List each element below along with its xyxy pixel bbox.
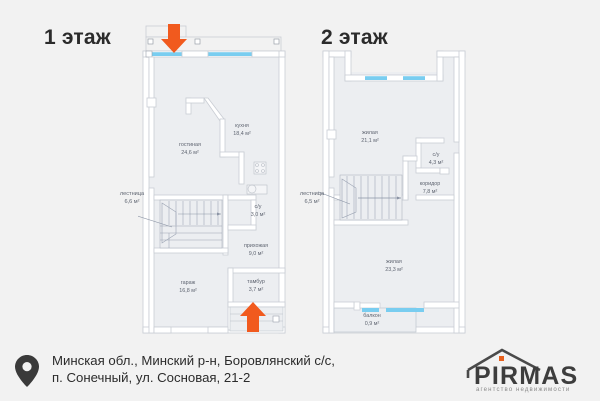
- f1-callout-stairs-area: 6,6 м²: [124, 199, 140, 205]
- svg-text:4,3 м²: 4,3 м²: [429, 160, 444, 166]
- address-line-1: Минская обл., Минский р-н, Боровлянский …: [52, 353, 335, 368]
- f2-windows-top: [365, 76, 425, 80]
- floor-1-plan: кухня 18,4 м² гостиная 24,6 м² с/у 3,0 м…: [127, 20, 298, 340]
- svg-text:гараж: гараж: [181, 280, 196, 286]
- f1-label-tambour: тамбур 3,7 м²: [247, 279, 265, 293]
- svg-text:9,0 м²: 9,0 м²: [249, 251, 264, 257]
- f2-label-bedroom-1: жилая 21,1 м²: [361, 130, 379, 144]
- f2-callout-stairs-area: 6,5 м²: [304, 199, 320, 205]
- f1-label-garage: гараж 16,8 м²: [179, 280, 197, 294]
- svg-text:прихожая: прихожая: [244, 243, 268, 249]
- f1-stairs: [159, 199, 223, 249]
- svg-text:коридор: коридор: [420, 181, 441, 187]
- f1-label-bathroom: с/у 3,0 м²: [251, 204, 266, 218]
- f1-front-wall-stub: [181, 50, 280, 58]
- f1-kitchen-partition: [185, 97, 245, 185]
- logo-wordmark: PIRMAS: [474, 362, 579, 390]
- svg-text:24,6 м²: 24,6 м²: [181, 150, 199, 156]
- svg-text:0,9 м²: 0,9 м²: [365, 321, 380, 327]
- pirmas-logo: PIRMAS агентство недвижимости: [452, 348, 592, 396]
- svg-text:жилая: жилая: [362, 130, 378, 136]
- floor-1-svg: кухня 18,4 м² гостиная 24,6 м² с/у 3,0 м…: [127, 24, 286, 334]
- svg-text:с/у: с/у: [433, 152, 440, 158]
- f1-terrace-outline: [145, 25, 282, 52]
- f2-bathroom-walls: [415, 137, 450, 175]
- f2-label-balcony: балкон 0,9 м²: [363, 313, 381, 327]
- floor-2-title: 2 этаж: [321, 26, 388, 49]
- svg-text:балкон: балкон: [363, 313, 381, 319]
- f2-stairs: [339, 174, 403, 221]
- svg-text:жилая: жилая: [386, 259, 402, 265]
- footer-bar: Минская обл., Минский р-н, Боровлянский …: [0, 344, 600, 400]
- f2-label-corridor: коридор 7,8 м²: [420, 181, 441, 195]
- svg-text:7,8 м²: 7,8 м²: [423, 189, 438, 195]
- logo-tagline: агентство недвижимости: [476, 386, 571, 393]
- f2-callout-stairs-name: лестница: [299, 191, 325, 197]
- floor-1-title: 1 этаж: [44, 26, 111, 49]
- map-pin-icon: [15, 355, 39, 387]
- svg-text:тамбур: тамбур: [247, 279, 265, 285]
- svg-text:гостиная: гостиная: [179, 142, 201, 148]
- f1-label-hallway: прихожая 9,0 м²: [244, 243, 268, 257]
- f1-terrace-arrow: [161, 24, 187, 53]
- logo-house-icon: [466, 348, 541, 378]
- f1-label-living: гостиная 24,6 м²: [179, 142, 201, 156]
- svg-text:18,4 м²: 18,4 м²: [233, 131, 251, 137]
- f1-mid-walls: [153, 194, 286, 331]
- f2-label-bathroom: с/у 4,3 м²: [429, 152, 444, 166]
- svg-text:21,1 м²: 21,1 м²: [361, 138, 379, 144]
- address-text: Минская обл., Минский р-н, Боровлянский …: [52, 352, 432, 386]
- f1-callout-stairs: лестница 6,6 м²: [104, 190, 160, 206]
- address-line-2: п. Сонечный, ул. Сосновая, 21-2: [52, 370, 251, 385]
- svg-text:кухня: кухня: [235, 123, 249, 129]
- f1-kitchen-appliances: [246, 161, 268, 195]
- f2-callout-stairs: лестница 6,5 м²: [284, 190, 340, 206]
- f1-label-kitchen: кухня 18,4 м²: [233, 123, 251, 137]
- f2-balcony: [333, 301, 460, 333]
- f1-left-partition: [146, 56, 157, 334]
- svg-text:23,3 м²: 23,3 м²: [385, 267, 403, 273]
- f2-label-bedroom-2: жилая 23,3 м²: [385, 259, 403, 273]
- f1-entrance-arrow: [240, 302, 266, 332]
- floor-2-plan: жилая 21,1 м² с/у 4,3 м² коридор 7,8 м² …: [307, 20, 478, 340]
- f1-garage-door: [153, 326, 229, 334]
- svg-text:3,0 м²: 3,0 м²: [251, 212, 266, 218]
- svg-text:3,7 м²: 3,7 м²: [249, 287, 264, 293]
- f2-inner-walls: [326, 56, 460, 334]
- svg-text:с/у: с/у: [255, 204, 262, 210]
- svg-text:16,8 м²: 16,8 м²: [179, 288, 197, 294]
- floor-2-svg: жилая 21,1 м² с/у 4,3 м² коридор 7,8 м² …: [307, 50, 466, 334]
- f1-callout-stairs-name: лестница: [119, 191, 145, 197]
